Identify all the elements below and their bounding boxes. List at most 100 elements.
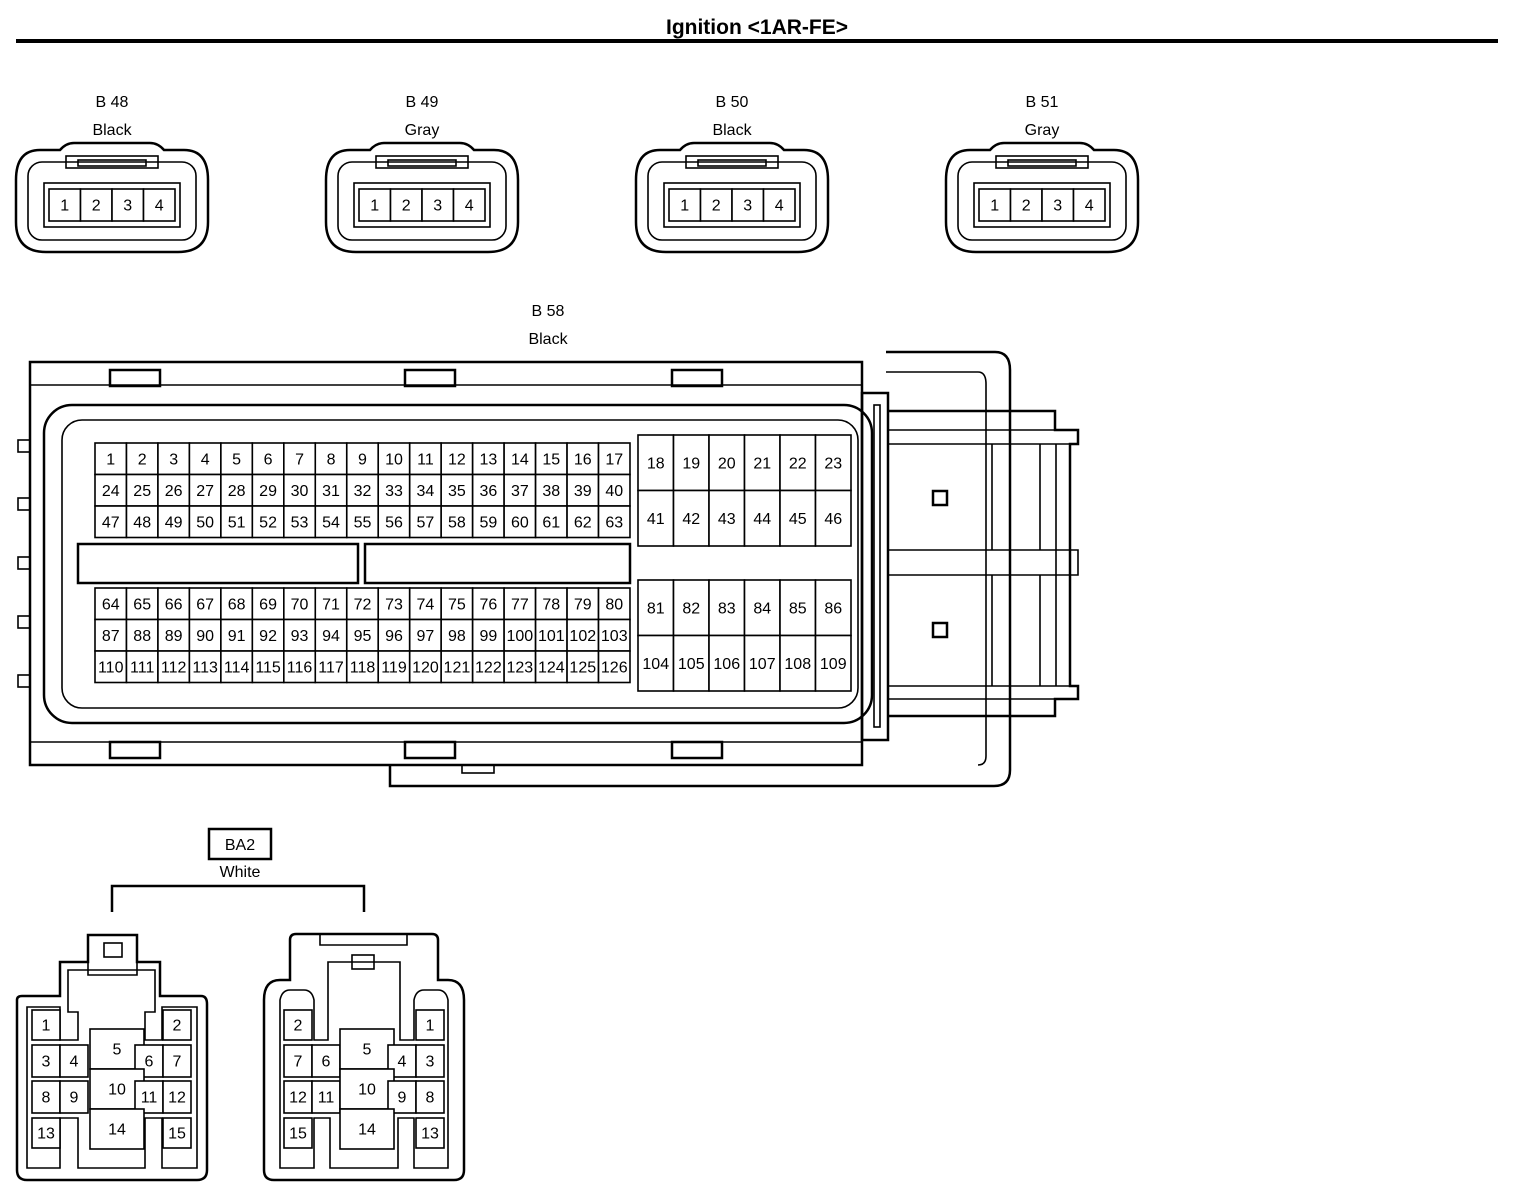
ecu-latch-slot [873, 404, 881, 728]
pin-4: 4 [465, 198, 474, 215]
ecu-pin-111: 111 [130, 659, 154, 676]
ecu-pin-113-cell [188, 650, 222, 684]
ecu-pin-1: 1 [106, 451, 115, 468]
ecu-pin-3: 3 [169, 451, 178, 468]
connector-latch [65, 155, 159, 169]
ecu-pin-86-cell [814, 579, 852, 637]
ecu-pin-108: 108 [784, 656, 811, 673]
ecu-pin-38: 38 [542, 483, 560, 500]
ecu-pin-21-cell [743, 434, 781, 492]
ecu-pin-50-cell [188, 505, 222, 539]
ecu-pin-41: 41 [647, 511, 665, 528]
ecu-pin-28: 28 [228, 483, 246, 500]
ecu-pin-122: 122 [475, 659, 502, 676]
ecu-bottom-tab [403, 740, 457, 760]
ecu-pin-100: 100 [506, 628, 533, 645]
ecu-pin-49-cell [157, 505, 191, 539]
pin-4: 4 [775, 198, 784, 215]
pin-3-cell [421, 188, 455, 222]
pin-3: 3 [433, 198, 442, 215]
ecu-pin-11: 11 [417, 451, 434, 468]
ecu-pin-6: 6 [264, 451, 273, 468]
ecu-pin-35: 35 [448, 483, 466, 500]
ecu-pin-53: 53 [291, 514, 309, 531]
connector-pin-frame [973, 182, 1111, 228]
ba2-right-pin-1-cell [415, 1009, 445, 1041]
ecu-side-nub [17, 439, 31, 453]
ecu-pin-54-cell [314, 505, 348, 539]
ecu-lever-inner [886, 371, 987, 766]
connector-latch [995, 155, 1089, 169]
pin-1-cell [978, 188, 1012, 222]
ba2-right-pin-2-cell [283, 1009, 313, 1041]
pin-2-cell [1009, 188, 1043, 222]
ba2-left-housing [15, 933, 209, 1182]
ecu-pin-42-cell [672, 489, 710, 547]
ecu-pin-99: 99 [479, 628, 497, 645]
ba2-left-pin-7-cell [162, 1044, 192, 1078]
title-rule [16, 39, 1498, 43]
ecu-pin-56: 56 [385, 514, 403, 531]
ecu-pin-109: 109 [820, 656, 847, 673]
ecu-pin-118-cell [345, 650, 380, 684]
ecu-pin-38-cell [534, 473, 568, 507]
ba2-right-pin-15: 15 [289, 1126, 307, 1143]
ecu-pin-52-cell [251, 505, 285, 539]
ecu-pin-97: 97 [417, 628, 435, 645]
ecu-pin-76: 76 [479, 596, 497, 613]
ecu-pin-62: 62 [574, 514, 592, 531]
ecu-pin-59: 59 [479, 514, 497, 531]
pin-3-cell [731, 188, 765, 222]
pin-4-cell [1072, 188, 1106, 222]
ecu-pin-17: 17 [605, 451, 623, 468]
ecu-pin-114-cell [220, 650, 254, 684]
pin-1: 1 [990, 198, 999, 215]
ecu-pin-26: 26 [165, 483, 183, 500]
ecu-pin-75: 75 [448, 596, 466, 613]
ba2-left-pin-1: 1 [42, 1018, 51, 1035]
ba2-right-pin-1: 1 [426, 1018, 435, 1035]
connector-pin-frame [663, 182, 801, 228]
ecu-top-tab [670, 368, 724, 388]
ecu-pin-80-cell [597, 587, 631, 621]
ba2-color: White [220, 864, 261, 881]
pin-2: 2 [712, 198, 721, 215]
ecu-pin-52: 52 [259, 514, 277, 531]
ecu-pin-9: 9 [358, 451, 367, 468]
ba2-right-pin-10: 10 [358, 1082, 376, 1099]
ecu-pin-87: 87 [102, 628, 120, 645]
ecu-pin-115: 115 [255, 659, 281, 676]
ecu-top-tab [403, 368, 457, 388]
pin-3: 3 [1053, 198, 1062, 215]
ecu-pin-66: 66 [165, 596, 183, 613]
ecu-pin-24: 24 [102, 483, 120, 500]
ecu-pin-108-cell [779, 634, 817, 692]
ecu-pin-12: 12 [448, 451, 466, 468]
ba2-left-pin-13: 13 [37, 1126, 55, 1143]
ecu-pin-78-cell [534, 587, 568, 621]
ecu-pin-47-cell [94, 505, 128, 539]
ecu-pin-94: 94 [322, 628, 340, 645]
pin-1: 1 [680, 198, 689, 215]
ecu-pin-78: 78 [542, 596, 560, 613]
ecu-pin-114: 114 [224, 659, 250, 676]
ecu-connector-b58: B 58 Black [17, 303, 1080, 788]
pin-4: 4 [155, 198, 164, 215]
pin-3-cell [111, 188, 145, 222]
ecu-pin-34: 34 [417, 483, 435, 500]
ecu-lock-window [931, 489, 949, 507]
ba2-right-pin-15-cell [283, 1117, 313, 1149]
ecu-connector-color: Black [528, 331, 568, 348]
connector-latch-slot [77, 159, 147, 167]
ecu-pin-43: 43 [718, 511, 736, 528]
pin-4-cell [452, 188, 486, 222]
ecu-pin-86: 86 [824, 600, 842, 617]
ecu-pin-117-cell [314, 650, 348, 684]
ecu-pin-49: 49 [165, 514, 183, 531]
ecu-pin-51-cell [220, 505, 254, 539]
ba2-right-pin-9: 9 [398, 1090, 407, 1107]
ecu-pin-56-cell [377, 505, 411, 539]
ecu-pin-99-cell [471, 618, 505, 652]
